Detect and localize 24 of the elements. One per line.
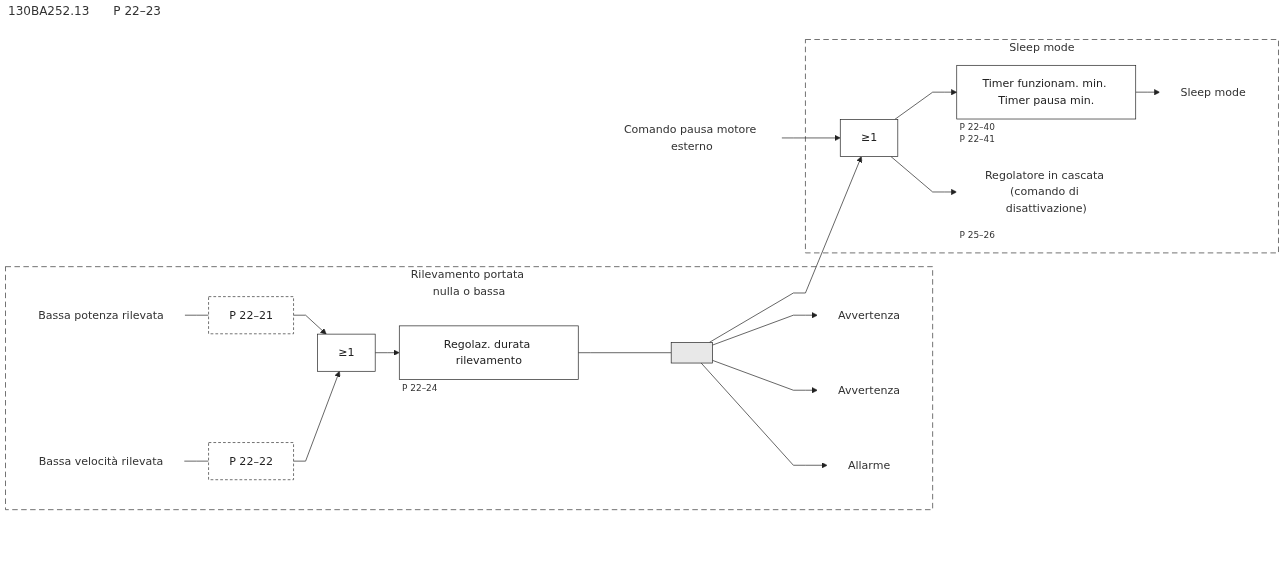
node-text: Regolatore in cascata (comando di disattivazione) <box>984 168 1105 215</box>
node-text: Sleep mode <box>1180 84 1246 98</box>
node-box: P 22–22 <box>208 441 294 480</box>
parameter-label: P 22–40 <box>959 121 995 132</box>
parameter-label: P 25–26 <box>959 229 995 240</box>
note-text: 130BA252.13 <box>8 4 90 18</box>
node-text: Bassa potenza rilevata <box>38 307 164 322</box>
node-text: Avvertenza <box>838 307 900 322</box>
node-text: Avvertenza <box>838 382 900 397</box>
parameter-label: P 22–24 <box>402 382 438 393</box>
node-bar <box>670 341 713 364</box>
node-box: ≥1 <box>317 333 376 372</box>
node-box: Regolaz. durata rilevamento <box>398 325 579 380</box>
connector <box>183 460 209 462</box>
node-text: Comando pausa motore esterno <box>623 122 757 153</box>
parameter-label: P 22–41 <box>959 133 995 144</box>
note-text: P 22–23 <box>113 4 161 18</box>
connector <box>577 352 672 353</box>
node-text: Allarme <box>847 458 891 472</box>
node-text: Bassa velocità rilevata <box>38 453 164 467</box>
node-box: ≥1 <box>839 118 899 157</box>
connector <box>184 314 209 316</box>
node-box: P 22–21 <box>208 295 294 334</box>
node-box: Timer funzionam. min. Timer pausa min. <box>956 64 1137 119</box>
